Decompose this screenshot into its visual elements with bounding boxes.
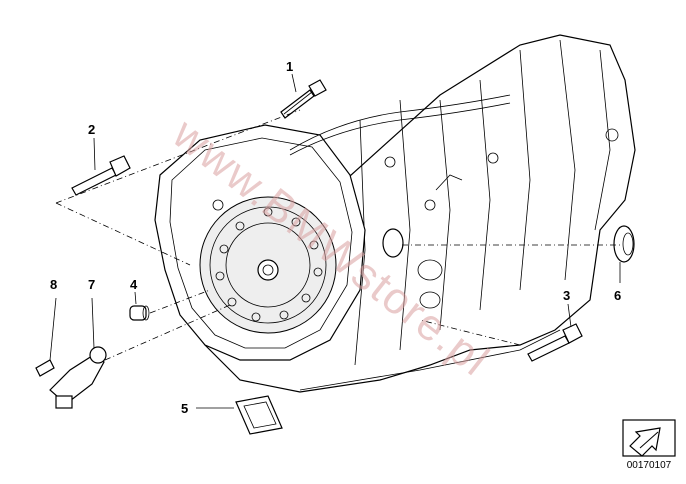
plug-part-6: [613, 225, 635, 263]
callout-3: 3: [563, 288, 570, 303]
dowel-part-4: [129, 305, 150, 321]
screw-part-8: [35, 359, 55, 377]
callout-8: 8: [50, 277, 57, 292]
bolt-part-1: [280, 79, 327, 119]
automatic-transmission-icon: [154, 34, 636, 393]
callout-2: 2: [88, 122, 95, 137]
callout-6: 6: [614, 288, 621, 303]
bolt-part-3: [527, 323, 583, 362]
bolt-part-2: [71, 155, 131, 196]
diagram-id: 00170107: [626, 460, 672, 471]
callout-5: 5: [181, 401, 188, 416]
callout-4: 4: [130, 277, 138, 292]
arrow-orientation-icon: [622, 419, 676, 457]
pad-part-5: [235, 395, 283, 435]
sensor-part-7: [49, 346, 107, 409]
callout-7: 7: [88, 277, 95, 292]
callout-1: 1: [286, 59, 293, 74]
alignment-lines: [55, 109, 620, 361]
